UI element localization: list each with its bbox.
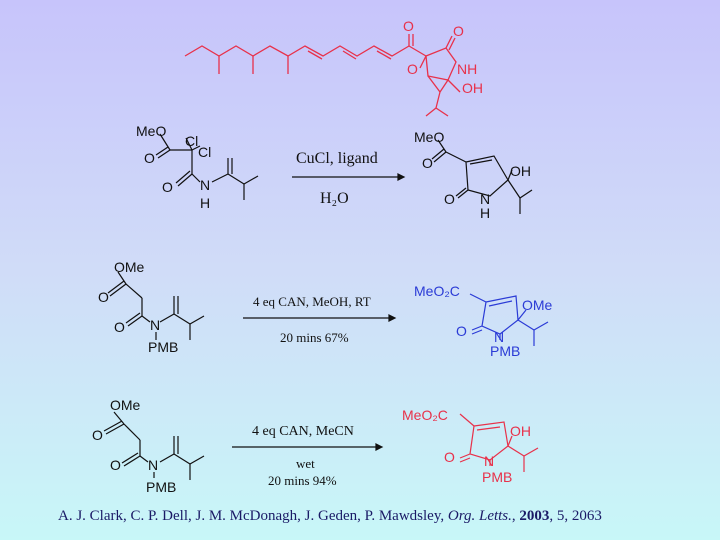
r1-prod-o2: O	[444, 191, 455, 207]
r3-product-labels: MeO₂C OH O N PMB	[402, 407, 531, 485]
r2-prod-meo2c: MeO₂C	[414, 283, 460, 299]
r1-prod-h: H	[480, 205, 490, 221]
natural-product-structure	[184, 34, 461, 117]
r2-product	[469, 293, 549, 346]
r3-prod-o: O	[444, 449, 455, 465]
r2-sm-o1: O	[98, 289, 109, 305]
r1-product-labels: MeO O OH O N H	[414, 129, 531, 221]
np-lactam-o: O	[453, 23, 464, 39]
r3-conditions-top: 4 eq CAN, MeCN	[252, 424, 354, 439]
r2-arrow	[243, 314, 397, 322]
r2-sm-o2: O	[114, 319, 125, 335]
r1-sm-n: N	[200, 177, 210, 193]
r3-conditions-wet: wet	[296, 456, 315, 471]
r1-arrow	[292, 173, 406, 181]
citation-authors: A. J. Clark, C. P. Dell, J. M. McDonagh,…	[58, 508, 448, 524]
np-ketone-o: O	[403, 18, 414, 34]
r1-conditions-bottom: H₂O	[320, 190, 349, 207]
r3-prod-oh: OH	[510, 423, 531, 439]
r2-prod-n: N	[494, 329, 504, 345]
r3-arrow	[232, 443, 384, 451]
r3-sm-labels: OMe O O N PMB	[92, 397, 176, 495]
r3-sm-n: N	[148, 457, 158, 473]
r2-sm-n: N	[150, 317, 160, 333]
r3-sm-pmb: PMB	[146, 479, 176, 495]
r1-prod-meo: MeO	[414, 129, 444, 145]
r2-sm-labels: OMe O O N PMB	[98, 259, 178, 355]
r3-prod-meo2c: MeO₂C	[402, 407, 448, 423]
r1-conditions-top: CuCl, ligand	[296, 150, 378, 167]
citation-year: 2003	[519, 508, 550, 524]
citation-rest: , 5, 2063	[549, 508, 602, 524]
r1-sm-cl2: Cl	[198, 144, 211, 160]
r1-sm-cl1: Cl	[185, 133, 198, 149]
natural-product-labels: O O O NH OH	[403, 18, 483, 96]
citation-journal: Org. Letts.	[447, 508, 512, 524]
r2-prod-o: O	[456, 323, 467, 339]
np-epoxide-o: O	[407, 61, 418, 77]
r3-product	[459, 413, 539, 472]
r2-sm-ome: OMe	[114, 259, 145, 275]
r2-conditions-bottom: 20 mins 67%	[280, 330, 349, 345]
r1-sm-h: H	[200, 195, 210, 211]
r3-conditions-bottom: 20 mins 94%	[268, 473, 337, 488]
np-oh: OH	[462, 80, 483, 96]
r1-prod-n: N	[480, 191, 490, 207]
r3-sm-ome: OMe	[110, 397, 141, 413]
r2-starting-material	[107, 271, 205, 340]
r3-starting-material	[103, 411, 205, 480]
r2-product-labels: MeO₂C OMe O N PMB	[414, 283, 553, 359]
r1-prod-oh: OH	[510, 163, 531, 179]
r2-prod-ome: OMe	[522, 297, 553, 313]
r1-sm-o2: O	[162, 179, 173, 195]
r2-sm-pmb: PMB	[148, 339, 178, 355]
r1-sm-o1: O	[144, 150, 155, 166]
r3-prod-pmb: PMB	[482, 469, 512, 485]
np-nh: NH	[457, 61, 477, 77]
r1-prod-o1: O	[422, 155, 433, 171]
citation: A. J. Clark, C. P. Dell, J. M. McDonagh,…	[58, 508, 698, 525]
r3-prod-n: N	[484, 453, 494, 469]
r1-product	[431, 139, 533, 214]
r1-sm-meo: MeO	[136, 123, 166, 139]
r3-sm-o1: O	[92, 427, 103, 443]
r2-conditions-top: 4 eq CAN, MeOH, RT	[253, 294, 371, 309]
r1-starting-material	[155, 133, 259, 200]
citation-separator: ,	[511, 508, 520, 524]
r3-sm-o2: O	[110, 457, 121, 473]
r2-prod-pmb: PMB	[490, 343, 520, 359]
r1-sm-labels: MeO Cl Cl O O N H	[136, 123, 211, 211]
